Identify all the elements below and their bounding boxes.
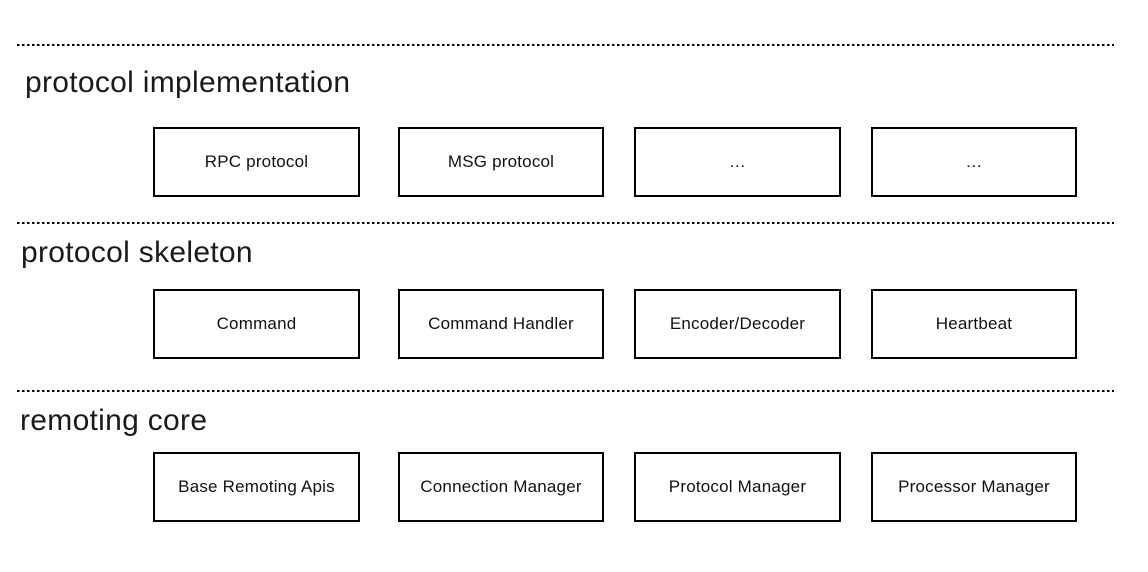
box-label: Protocol Manager bbox=[668, 477, 807, 496]
box-label: Connection Manager bbox=[420, 477, 582, 496]
box-heartbeat: Heartbeat bbox=[871, 289, 1077, 359]
layer-title-protocol-implementation: protocol implementation bbox=[25, 66, 351, 99]
box-label: MSG protocol bbox=[447, 152, 555, 171]
layer-title-protocol-skeleton: protocol skeleton bbox=[21, 236, 253, 269]
box-base-remoting-apis: Base Remoting Apis bbox=[153, 452, 360, 522]
box-rpc-protocol: RPC protocol bbox=[153, 127, 360, 197]
box-protocol-manager: Protocol Manager bbox=[634, 452, 841, 522]
box-label: Processor Manager bbox=[898, 477, 1050, 496]
box-label: RPC protocol bbox=[204, 152, 309, 171]
box-ellipsis-1: … bbox=[634, 127, 841, 197]
box-label: … bbox=[965, 152, 983, 171]
box-label: Encoder/Decoder bbox=[669, 314, 806, 333]
box-command: Command bbox=[153, 289, 360, 359]
box-connection-manager: Connection Manager bbox=[398, 452, 604, 522]
dotted-divider-top bbox=[17, 44, 1114, 46]
box-label: Command bbox=[216, 314, 297, 333]
layer-title-remoting-core: remoting core bbox=[20, 404, 208, 437]
dotted-divider-middle bbox=[17, 222, 1114, 224]
box-label: Heartbeat bbox=[935, 314, 1013, 333]
box-label: Base Remoting Apis bbox=[178, 477, 335, 496]
box-ellipsis-2: … bbox=[871, 127, 1077, 197]
box-encoder-decoder: Encoder/Decoder bbox=[634, 289, 841, 359]
dotted-divider-bottom bbox=[17, 390, 1114, 392]
box-command-handler: Command Handler bbox=[398, 289, 604, 359]
box-label: … bbox=[728, 152, 747, 171]
box-label: Command Handler bbox=[428, 314, 574, 333]
box-processor-manager: Processor Manager bbox=[871, 452, 1077, 522]
box-msg-protocol: MSG protocol bbox=[398, 127, 604, 197]
